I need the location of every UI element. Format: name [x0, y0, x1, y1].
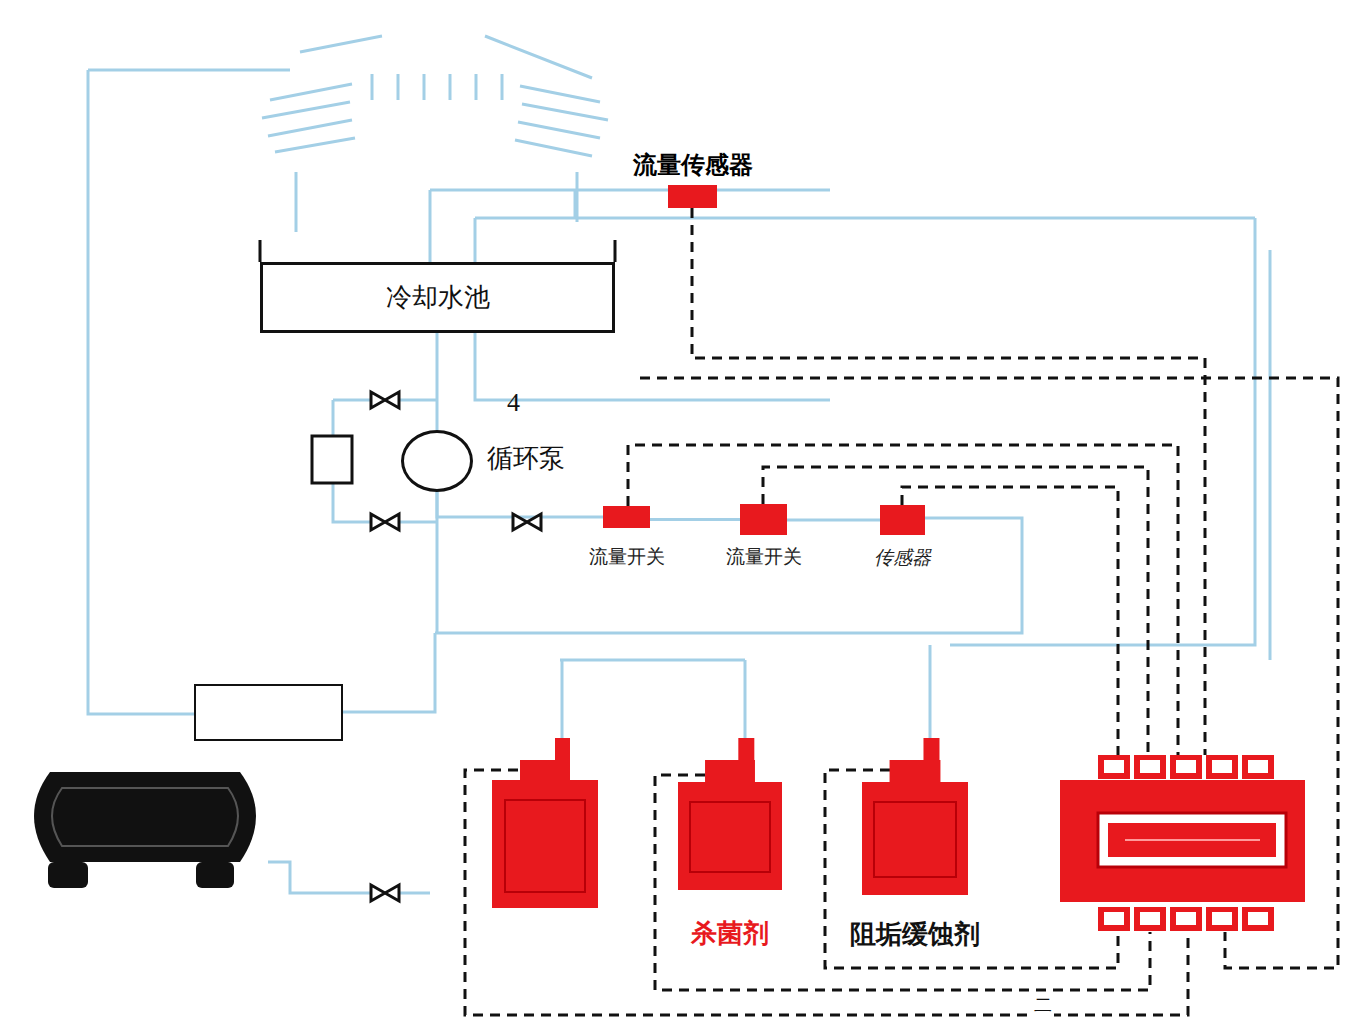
sensor-box [603, 506, 650, 528]
sensor-node: 流量开关 [589, 506, 665, 570]
node-label: 流量开关 [726, 544, 802, 570]
sensor-box [740, 504, 787, 535]
tank-node: 阻垢缓蚀剂 [850, 738, 980, 952]
node-label: 循环泵 [487, 441, 565, 476]
valve-symbol [371, 885, 399, 901]
sensor-node: 流量开关 [726, 504, 802, 570]
filter-box [312, 436, 352, 483]
pipe-line [787, 519, 880, 522]
note-mark: 二 [1032, 993, 1054, 1017]
sensor-node: 传感器 [874, 505, 931, 571]
callout-number: 4 [505, 388, 522, 418]
pipe-line [650, 518, 740, 521]
node-label: 传感器 [874, 545, 931, 571]
node-label: 杀菌剂 [691, 916, 769, 951]
node-label: 阻垢缓蚀剂 [850, 917, 980, 952]
valve-symbol [371, 392, 399, 408]
pump-circle [401, 430, 473, 492]
node-label: 流量开关 [589, 544, 665, 570]
node-label: 冷却水池 [386, 280, 490, 315]
pipe-line [437, 492, 603, 517]
air-tank [34, 772, 256, 888]
sensor-node: 流量传感器 [633, 149, 753, 208]
controller-panel [1060, 755, 1305, 931]
dosing-tank [678, 738, 782, 890]
dosing-tank [492, 738, 598, 908]
heat-exchanger-box [195, 685, 342, 740]
water-pipes [88, 36, 1270, 893]
dosing-tank [862, 738, 968, 895]
valve-symbol [513, 514, 541, 530]
pump-node: 循环泵 [401, 430, 565, 492]
sensor-box [880, 505, 925, 535]
pool-rim [260, 240, 615, 262]
node-label: 流量传感器 [633, 149, 753, 181]
valve-symbol [371, 514, 399, 530]
sensor-box [668, 185, 717, 208]
pool-node: 冷却水池 [260, 262, 615, 333]
pipe-line [436, 333, 439, 430]
tank-node: 杀菌剂 [678, 738, 782, 951]
